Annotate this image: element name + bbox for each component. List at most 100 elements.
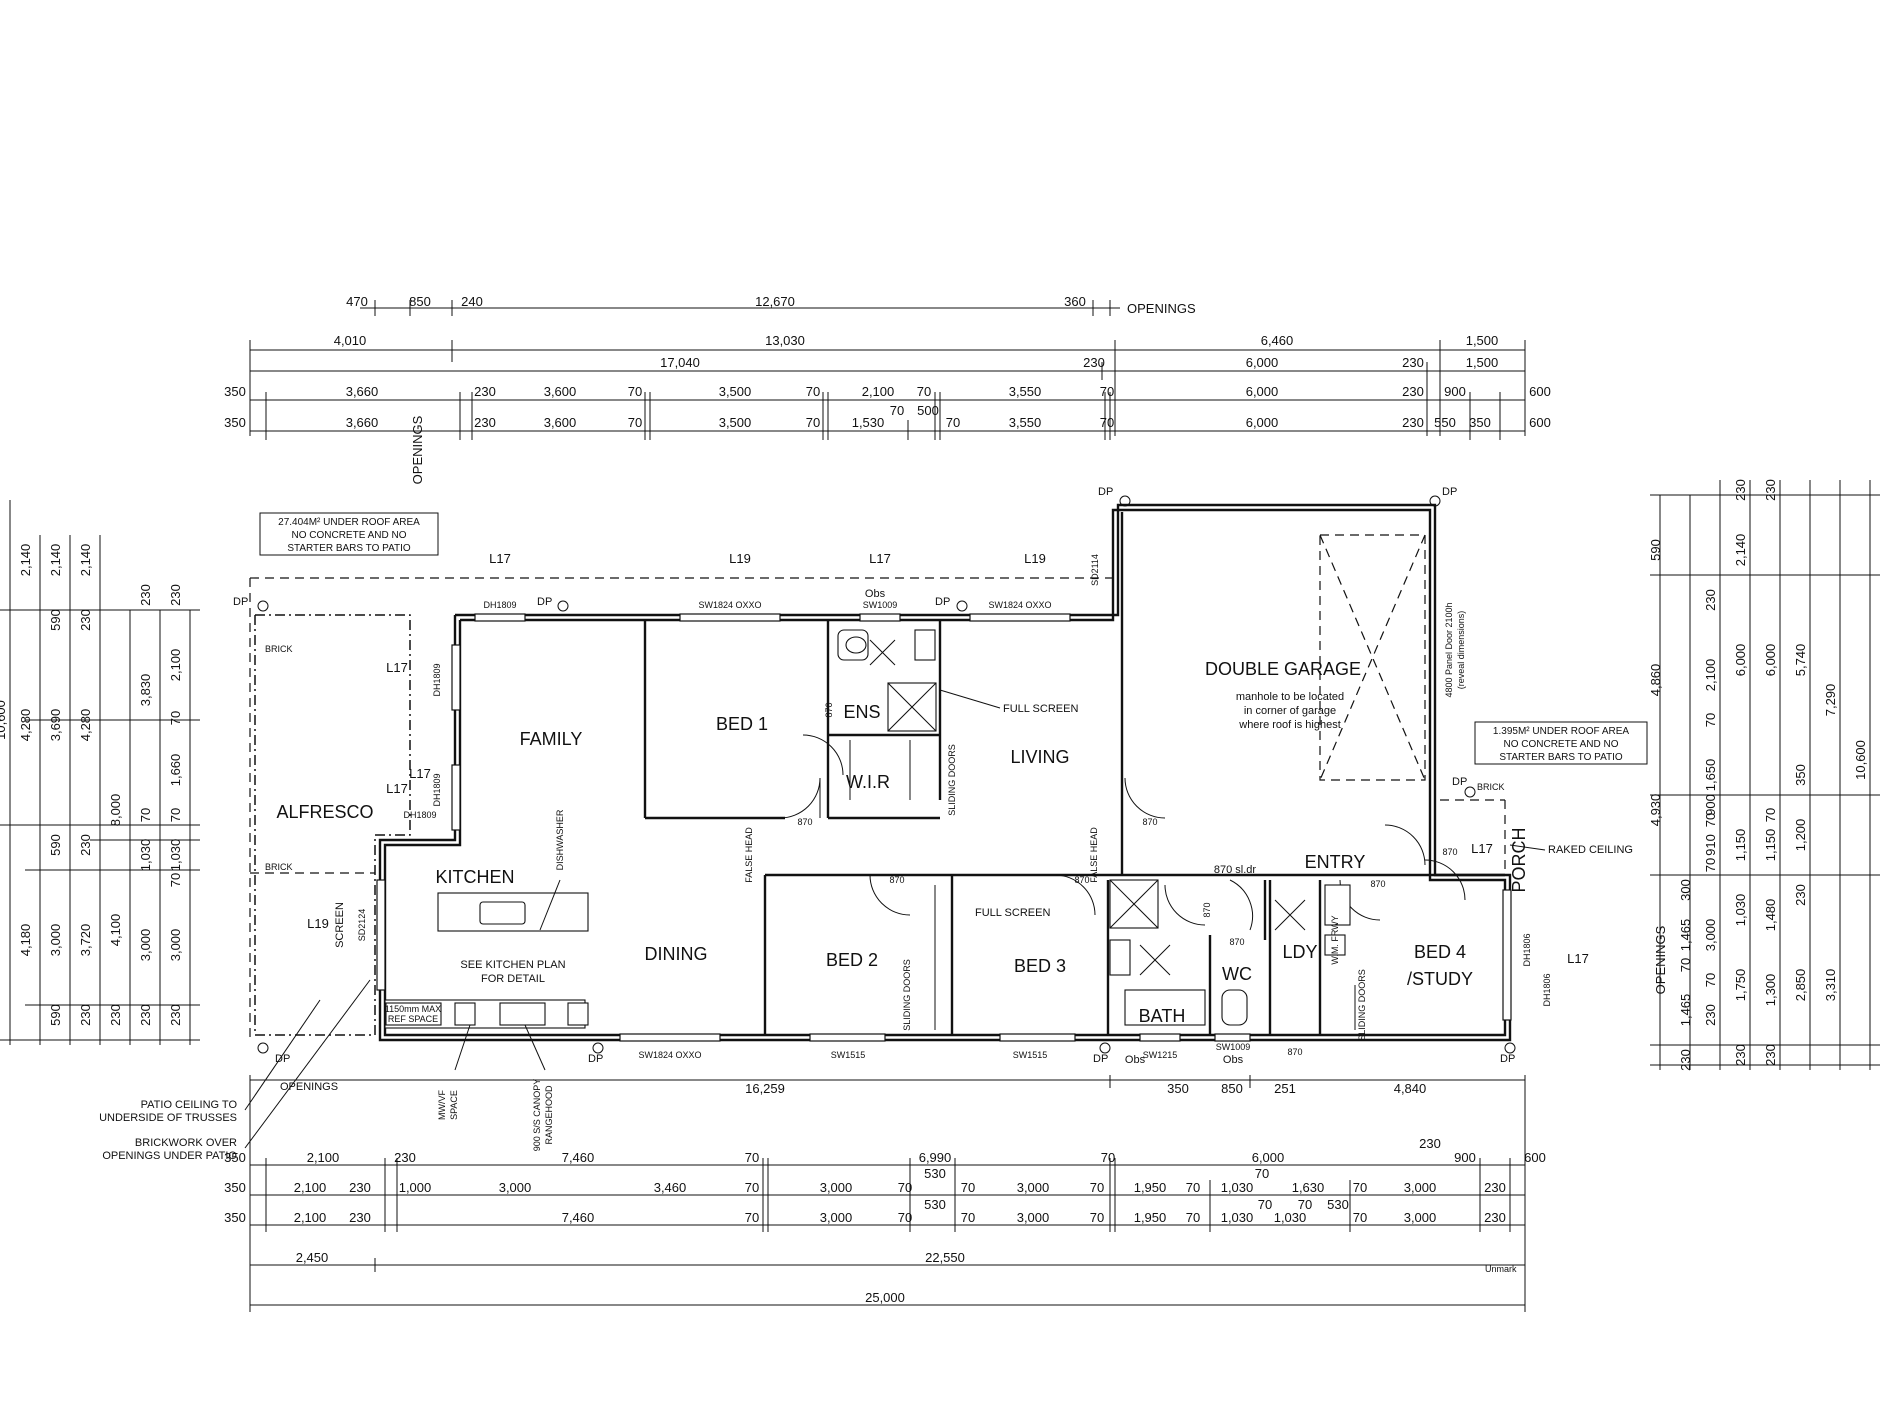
dim-top-r4b-0: 70	[890, 403, 904, 418]
dp-9: DP	[1093, 1053, 1108, 1065]
dim-top-r5-3: 3,600	[544, 415, 577, 430]
level-l19-2: L19	[1024, 551, 1046, 566]
brick-label-1: BRICK	[265, 644, 293, 654]
dp-10: DP	[1500, 1053, 1515, 1065]
window-labels: DH1809 SW1824 OXXO SW1009 SW1824 OXXO SD…	[357, 554, 1552, 1060]
right-dimensions: 590 4,860 4,930 300 1,465 70 1,465 230 O…	[1648, 479, 1880, 1071]
door-870-bed1: 870	[797, 817, 812, 827]
dim-left-c2-2: 3,690	[48, 709, 63, 742]
dim-bottom-r5-0: 25,000	[865, 1290, 905, 1305]
dim-left-c3-3: 230	[78, 834, 93, 856]
dim-left-c4-1: 4,100	[108, 914, 123, 947]
dim-bottom-r3: 350 2,100 230 7,460 70 3,000 70 70 3,000…	[224, 1210, 1506, 1225]
window-sw1215: SW1215	[1143, 1050, 1178, 1060]
dim-right-c3-2: 6,000	[1733, 644, 1748, 677]
dp-8: DP	[588, 1053, 603, 1065]
dim-bottom-r3-14: 70	[1353, 1210, 1367, 1225]
dim-left-c5-0: 230	[138, 584, 153, 606]
door-870-bed2: 870	[889, 875, 904, 885]
dim-left-c4-2: 230	[108, 1004, 123, 1026]
fridge-note-1: 1150mm MAX	[385, 1004, 441, 1014]
dim-top-r4-7: 2,100	[862, 384, 895, 399]
dim-bottom-r3-6: 70	[898, 1210, 912, 1225]
dim-left-c3-2: 4,280	[78, 709, 93, 742]
dp-1: DP	[233, 596, 248, 608]
dim-bottom-r4-1: 22,550	[925, 1250, 965, 1265]
see-kitchen-note-2: FOR DETAIL	[481, 973, 545, 985]
dim-bottom-r2-6: 70	[745, 1180, 759, 1195]
dim-top-r3-2: 6,000	[1246, 355, 1279, 370]
dim-bottom-r1-3: 7,460	[562, 1150, 595, 1165]
openings-label-top: OPENINGS	[1127, 301, 1196, 316]
level-l17-7: L17	[1567, 951, 1589, 966]
dim-bottom-r0-3: 251	[1274, 1081, 1296, 1096]
door-870-garage: 870	[1142, 817, 1157, 827]
dim-top-r4-4: 70	[628, 384, 642, 399]
dim-left-c2-4: 3,000	[48, 924, 63, 957]
dim-top-r5-9: 3,550	[1009, 415, 1042, 430]
door-870-ldy: 870	[1287, 1047, 1302, 1057]
door-870-bed3: 870	[1074, 875, 1089, 885]
room-entry: ENTRY	[1305, 852, 1366, 872]
dim-right-c2-0: 230	[1703, 589, 1718, 611]
dim-right-c6-1: 3,310	[1823, 969, 1838, 1002]
brickwork-note-2: OPENINGS UNDER PATIO	[102, 1150, 237, 1162]
sliding-doors-wir: SLIDING DOORS	[947, 744, 957, 816]
top-dimensions: 470 850 240 12,670 360 OPENINGS 4,010 13…	[224, 294, 1551, 440]
dim-bottom-r1b-0: 530	[924, 1166, 946, 1181]
dim-right-c4-6: 230	[1763, 1044, 1778, 1066]
dim-left-c6-7: 3,000	[168, 929, 183, 962]
level-l17-1: L17	[489, 551, 511, 566]
window-sw1515-bed2: SW1515	[831, 1050, 866, 1060]
dim-right-c2-10: 230	[1703, 1004, 1718, 1026]
wm-label: W.M. FRWY	[1330, 915, 1340, 964]
dim-left-c2-3: 590	[48, 834, 63, 856]
see-kitchen-note-1: SEE KITCHEN PLAN	[460, 959, 565, 971]
dim-bottom-r3-13: 1,030	[1274, 1210, 1307, 1225]
panel-door-note-2: (reveal dimensions)	[1456, 611, 1466, 690]
dim-bottom-r2-8: 70	[898, 1180, 912, 1195]
dim-bottom-r2-12: 1,950	[1134, 1180, 1167, 1195]
dim-right-c1b-3: 1,465	[1678, 994, 1693, 1027]
dim-top-r1-2: 240	[461, 294, 483, 309]
room-wc: WC	[1222, 964, 1252, 984]
dim-top-r5-14: 350	[1469, 415, 1491, 430]
dim-top-r5-10: 70	[1100, 415, 1114, 430]
alfresco-area-note-1: 27.404M² UNDER ROOF AREA	[278, 517, 420, 528]
dim-bottom-r2-4: 3,000	[499, 1180, 532, 1195]
dim-top-r4-13: 900	[1444, 384, 1466, 399]
dim-bottom-r2-10: 3,000	[1017, 1180, 1050, 1195]
patio-ceiling-note-1: PATIO CEILING TO	[141, 1099, 238, 1111]
porch-area-note-2: NO CONCRETE AND NO	[1503, 739, 1618, 750]
level-l17-5: L17	[409, 766, 431, 781]
dim-right-c5-4: 2,850	[1793, 969, 1808, 1002]
panel-door-note-1: 4800 Panel Door 2100h	[1444, 602, 1454, 697]
dim-left-c6-5: 1,030	[168, 839, 183, 872]
dim-bottom-r1-6: 70	[1101, 1150, 1115, 1165]
brickwork-note-1: BRICKWORK OVER	[135, 1137, 237, 1149]
dim-top-r5-1: 3,660	[346, 415, 379, 430]
room-kitchen: KITCHEN	[435, 867, 514, 887]
dim-top-r5-5: 3,500	[719, 415, 752, 430]
room-wir: W.I.R	[846, 772, 890, 792]
dim-bottom-r1b-1: 70	[1255, 1166, 1269, 1181]
dim-right-c2-3: 1,650	[1703, 759, 1718, 792]
dim-bottom-r1: 350 2,100 230 7,460 70 6,990 70 6,000 23…	[224, 1136, 1546, 1181]
rangehood-note-1: 900 S/S CANOPY	[532, 1079, 542, 1152]
window-dh1806-1: DH1806	[1522, 933, 1532, 966]
window-sw1009-wc: SW1009	[1216, 1042, 1251, 1052]
false-head-dining: FALSE HEAD	[744, 827, 754, 883]
dim-top-r4-3: 3,600	[544, 384, 577, 399]
screen-label: SCREEN	[334, 902, 346, 948]
dim-top-r4-6: 70	[806, 384, 820, 399]
dim-right-c1-0: 590	[1648, 539, 1663, 561]
dim-right-c4-0: 230	[1763, 479, 1778, 501]
dim-right-c2-9: 70	[1703, 973, 1718, 987]
rangehood-note-2: RANGEHOOD	[544, 1085, 554, 1145]
dim-left-c1-2: 4,180	[18, 924, 33, 957]
dim-left-c6-1: 2,100	[168, 649, 183, 682]
dim-right-c3-4: 1,030	[1733, 894, 1748, 927]
dim-right-c4-1: 6,000	[1763, 644, 1778, 677]
dim-right-c3-1: 2,140	[1733, 534, 1748, 567]
